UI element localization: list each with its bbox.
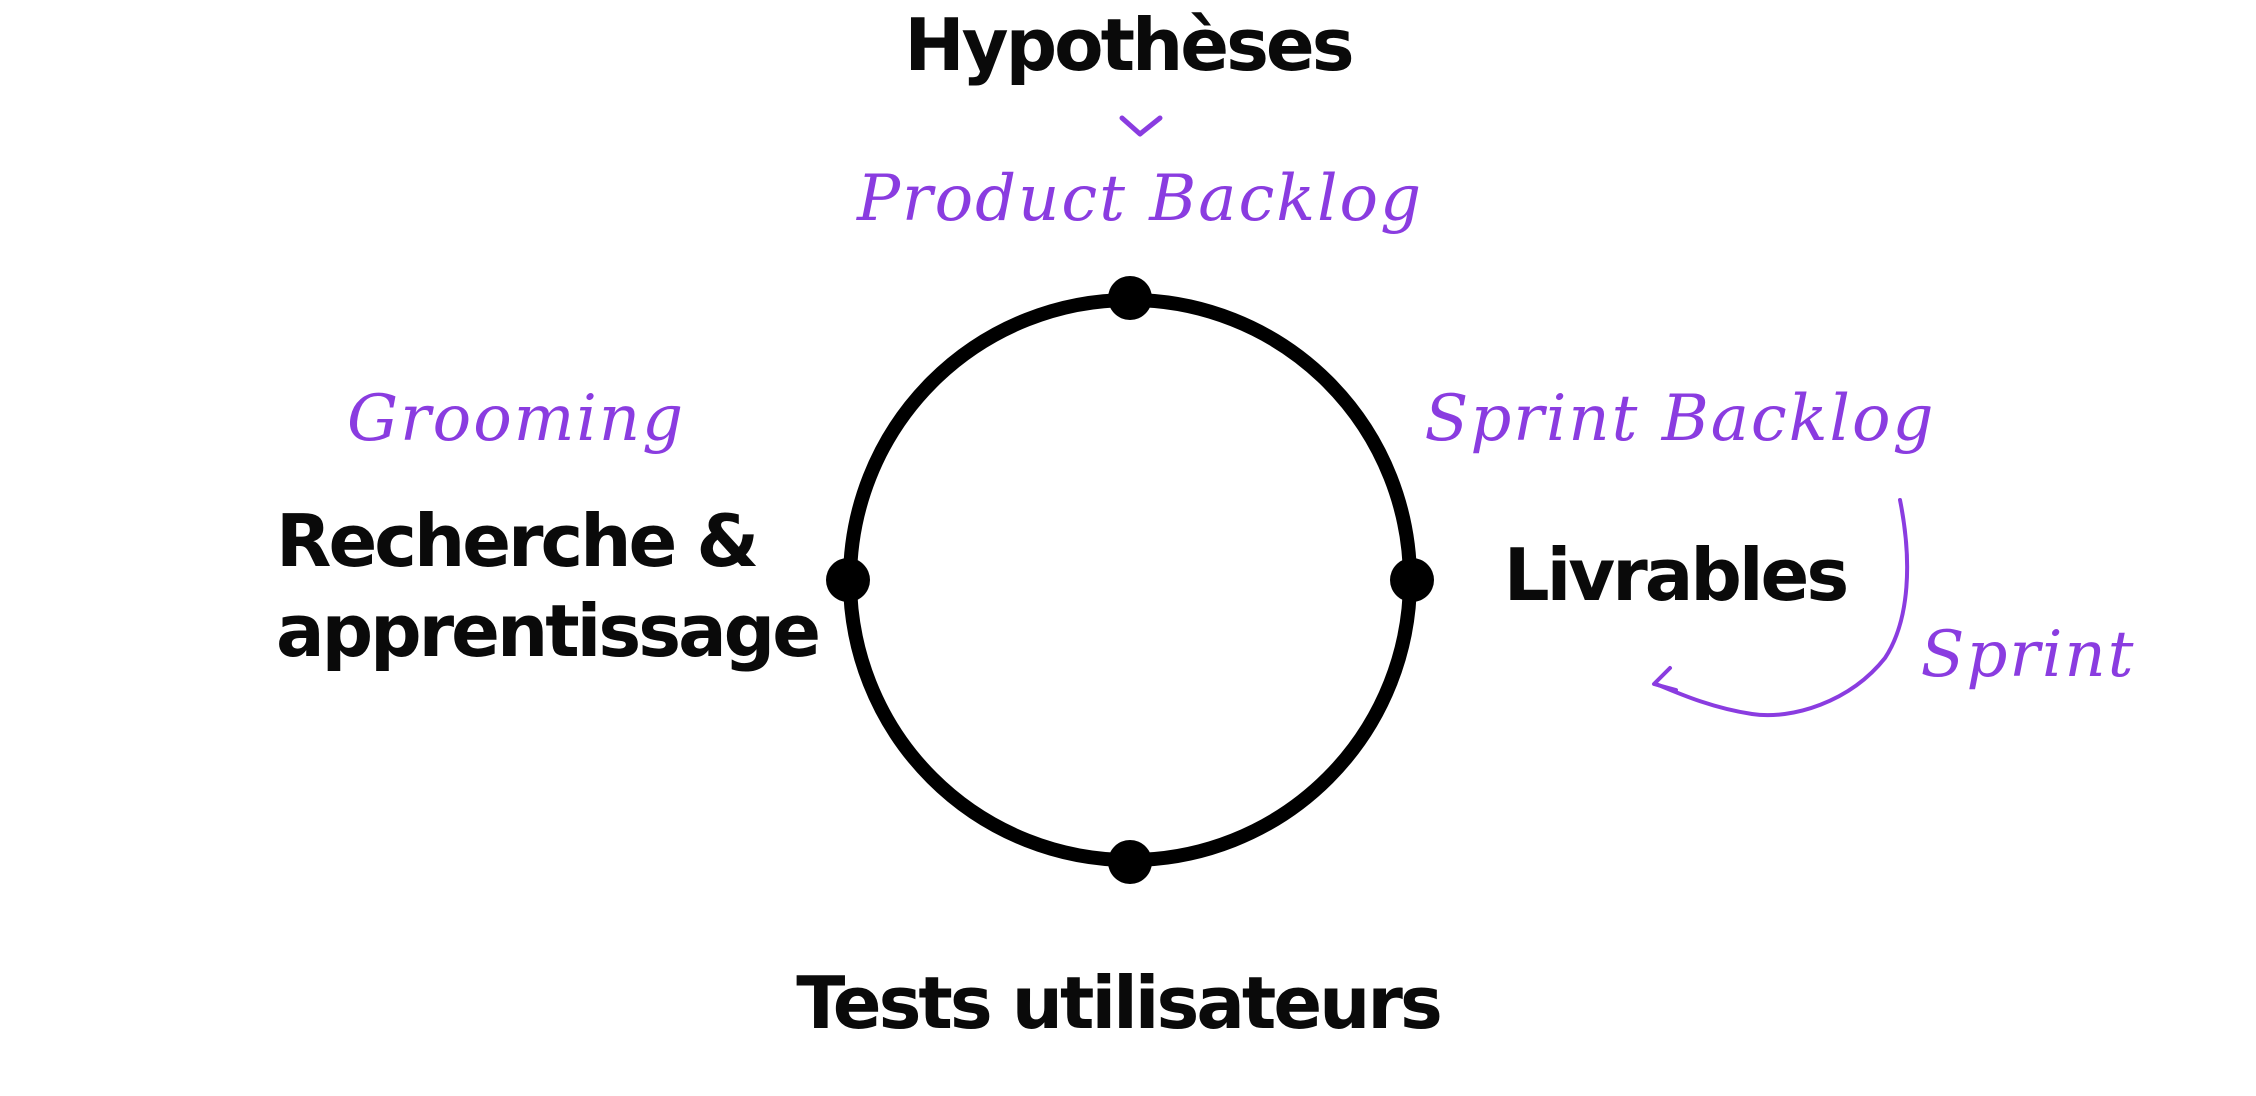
node-dot-left [826,558,870,602]
node-dot-top [1108,276,1152,320]
annotation-sprint: Sprint [1921,618,2136,692]
arrow-head-icon [1652,666,1678,692]
label-hypotheses: Hypothèses [904,3,1351,87]
label-tests-utilisateurs: Tests utilisateurs [796,961,1440,1045]
label-recherche-line1: Recherche & [276,499,756,583]
cycle-circle [843,293,1417,867]
chevron-down-icon [1119,115,1163,137]
node-dot-right [1390,558,1434,602]
annotation-grooming: Grooming [347,382,685,456]
node-dot-bottom [1108,840,1152,884]
label-recherche-line2: apprentissage [276,589,818,673]
annotation-sprint-backlog: Sprint Backlog [1425,382,1936,456]
label-livrables: Livrables [1504,533,1847,617]
annotation-product-backlog: Product Backlog [856,162,1423,236]
sprint-loop-arrow [1654,498,1910,718]
